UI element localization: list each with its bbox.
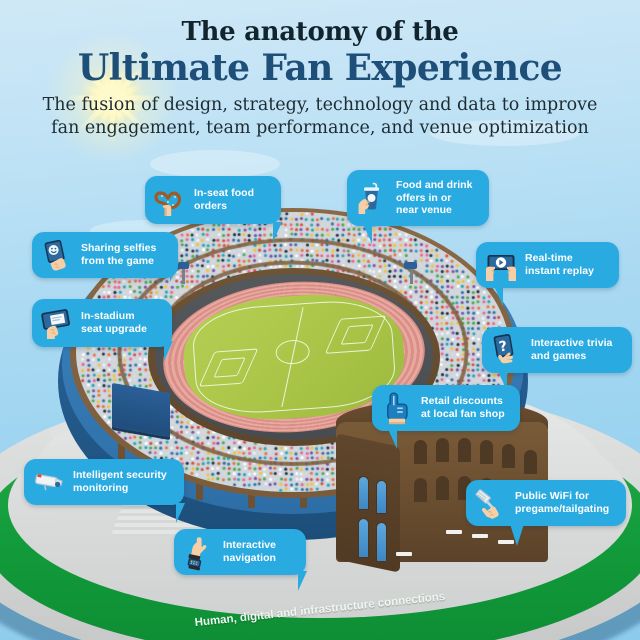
smartwatch-wrist-icon [182,535,216,569]
callout-tail [298,571,307,591]
building-arch [502,444,515,468]
callout-tail [363,224,372,244]
callout-intelligent-security-monitoring[interactable]: Intelligent security monitoring [24,459,184,505]
building-arch [524,450,537,474]
callout-tail [510,524,524,546]
building-arch [414,478,427,502]
callout-real-time-instant-replay[interactable]: Real-time instant replay [476,242,619,288]
building-arch [414,440,427,464]
callout-interactive-trivia-and-games[interactable]: ? Interactive trivia and games [482,327,632,373]
callout-label: Interactive trivia and games [531,337,612,363]
callout-tail [176,503,185,523]
phone-selfie-hand-icon [40,238,74,272]
callout-label: In-stadium seat upgrade [81,310,147,336]
building-step [396,552,412,556]
callout-tail [164,341,173,361]
callout-interactive-navigation[interactable]: Interactive navigation [174,529,306,575]
callout-in-stadium-seat-upgrade[interactable]: In-stadium seat upgrade [32,299,172,347]
callout-in-seat-food-orders[interactable]: In-seat food orders [145,176,281,224]
callout-food-and-drink-offers[interactable]: Food and drink offers in or near venue [347,170,489,226]
callout-label: Food and drink offers in or near venue [396,179,473,217]
callout-label: Intelligent security monitoring [73,469,167,495]
building-window [376,522,387,562]
callout-label: Interactive navigation [223,539,276,565]
callout-label: In-seat food orders [194,187,254,213]
building-arch [436,438,449,462]
pretzel-hand-icon [153,183,187,217]
building-window [358,476,369,510]
building-step [472,534,488,538]
building-arch [458,438,471,462]
phone-question-hand-icon: ? [490,333,524,367]
security-camera-icon [32,465,66,499]
building-step [446,530,462,534]
phone-play-two-hands-icon [484,248,518,282]
foam-finger-icon [380,391,414,425]
callout-tail [388,429,397,449]
building-window [376,480,387,514]
building-arch [436,476,449,500]
grill-spatula-hand-icon [474,486,508,520]
callout-label: Real-time instant replay [525,252,594,278]
callout-tail [273,222,282,242]
callout-label: Public WiFi for pregame/tailgating [515,490,609,516]
callout-tail [170,262,179,282]
building-arch [480,440,493,464]
phone-ticket-hand-icon [40,306,74,340]
drink-cup-hand-icon [355,181,389,215]
callout-retail-discounts[interactable]: Retail discounts at local fan shop [372,385,520,431]
callout-label: Sharing selfies from the game [81,242,156,268]
callout-public-wifi-pregame[interactable]: Public WiFi for pregame/tailgating [466,480,626,526]
callout-sharing-selfies[interactable]: Sharing selfies from the game [32,232,178,278]
callout-label: Retail discounts at local fan shop [421,395,505,421]
building-window [358,518,369,558]
callout-tail [494,286,503,306]
